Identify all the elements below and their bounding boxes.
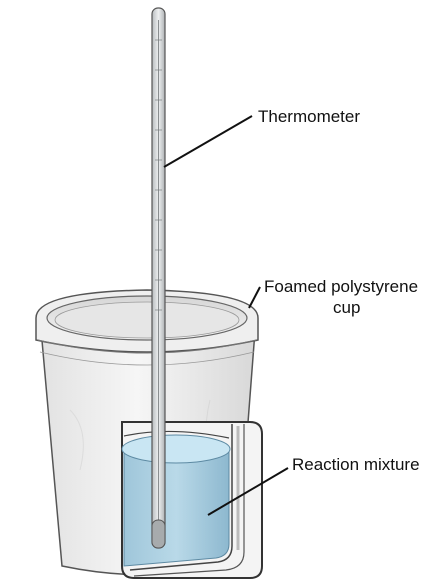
mixture-leader xyxy=(207,467,289,516)
cup-leader xyxy=(248,286,261,309)
reaction-mixture-label: Reaction mixture xyxy=(292,455,420,474)
cutaway-panel xyxy=(121,421,263,579)
thermometer-leader xyxy=(163,115,253,168)
cup-label-line1: Foamed polystyrene xyxy=(264,277,419,296)
thermometer-scale xyxy=(155,39,162,311)
cup-label-line2: cup xyxy=(333,298,361,317)
thermometer xyxy=(151,7,166,549)
thermometer-label: Thermometer xyxy=(258,107,361,126)
leader-lines xyxy=(163,115,289,516)
